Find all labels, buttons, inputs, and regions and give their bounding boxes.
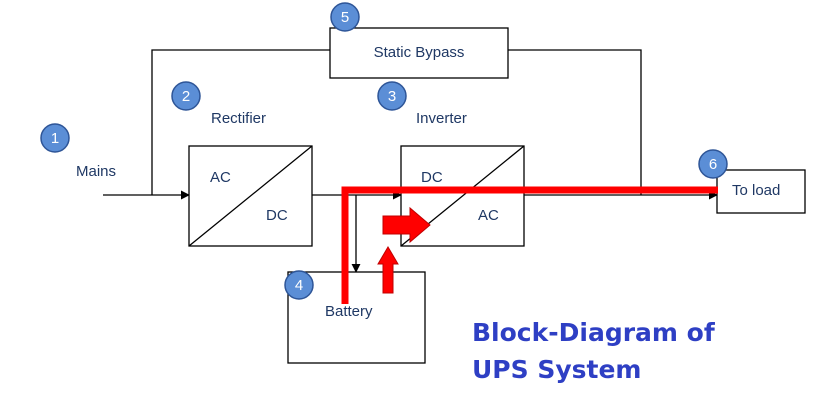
badge-5: 5: [330, 2, 360, 32]
badge-3: 3: [377, 81, 407, 111]
to-load-label: To load: [732, 182, 780, 199]
badge-6: 6: [698, 149, 728, 179]
badge-4-number: 4: [295, 277, 303, 294]
diagram-title-line2: UPS System: [472, 355, 641, 384]
rectifier-diagonal: [188, 145, 313, 247]
badge-3-number: 3: [388, 88, 396, 105]
badge-1: 1: [40, 123, 70, 153]
rectifier-label: Rectifier: [211, 110, 266, 127]
static-bypass-label: Static Bypass: [374, 44, 465, 61]
inverter-output-ac: AC: [478, 207, 499, 224]
badge-4: 4: [284, 270, 314, 300]
diagram-title-line1: Block-Diagram of: [472, 318, 716, 347]
rectifier-input-ac: AC: [210, 169, 231, 186]
red-up-arrow: [377, 246, 399, 294]
badge-2-number: 2: [182, 88, 190, 105]
badge-5-number: 5: [341, 9, 349, 26]
battery-label: Battery: [325, 303, 373, 320]
inverter-label: Inverter: [416, 110, 467, 127]
mains-label: Mains: [76, 163, 116, 180]
static-bypass-box: [329, 27, 509, 79]
badge-1-number: 1: [51, 130, 59, 147]
red-right-arrow: [382, 206, 431, 244]
bypass-line-left: [151, 49, 330, 195]
rectifier-output-dc: DC: [266, 207, 288, 224]
battery-power-path: [341, 186, 718, 304]
load-box: [716, 169, 806, 214]
badge-2: 2: [171, 81, 201, 111]
bypass-line-right: [508, 49, 642, 195]
badge-6-number: 6: [709, 156, 717, 173]
inverter-input-dc: DC: [421, 169, 443, 186]
